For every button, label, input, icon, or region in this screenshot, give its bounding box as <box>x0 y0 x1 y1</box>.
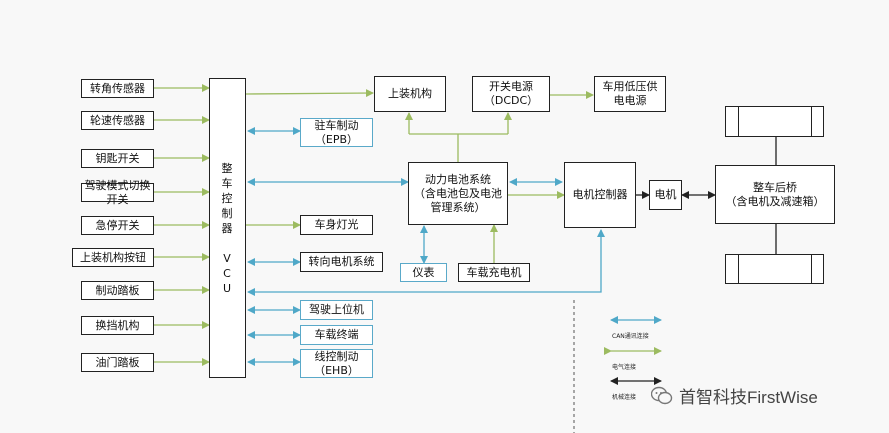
steering-motor-block: 转向电机系统 <box>300 252 383 272</box>
sensor-label: 驾驶模式切换开关 <box>84 178 151 206</box>
ehb-label: 线控制动 （EHB） <box>314 349 359 377</box>
upper-mechanism-label: 上装机构 <box>388 87 432 100</box>
vcu-block: 整 车 控 制 器 V C U <box>209 78 246 378</box>
sensor-label: 上装机构按钮 <box>80 250 146 264</box>
emergency-stop-switch: 急停开关 <box>81 216 154 235</box>
sensor-label: 换挡机构 <box>95 318 140 332</box>
legend-mechanical-label: 机械连接 <box>612 394 637 401</box>
wheel-top-divider-right <box>811 106 812 137</box>
driver-hmi-block: 驾驶上位机 <box>300 300 373 320</box>
wechat-icon <box>651 386 673 404</box>
body-lights-block: 车身灯光 <box>300 215 373 235</box>
sensor-wheel-speed: 轮速传感器 <box>81 111 154 130</box>
low-voltage-supply-label: 车用低压供 电电源 <box>602 80 658 107</box>
onboard-charger-label: 车载充电机 <box>466 265 522 279</box>
body-lights-label: 车身灯光 <box>314 218 359 231</box>
driver-hmi-label: 驾驶上位机 <box>309 303 364 316</box>
steering-motor-label: 转向电机系统 <box>308 255 375 268</box>
key-switch: 钥匙开关 <box>81 149 154 168</box>
battery-system-label: 动力电池系统 （含电池包及电池 管理系统） <box>414 172 502 214</box>
sensor-label: 钥匙开关 <box>95 151 140 165</box>
wheel-bottom-divider-left <box>738 254 739 284</box>
sensor-label: 制动踏板 <box>95 283 140 297</box>
vehicle-terminal-label: 车载终端 <box>314 328 359 341</box>
drive-mode-switch: 驾驶模式切换开关 <box>81 179 154 206</box>
onboard-charger-block: 车载充电机 <box>458 263 530 282</box>
vehicle-terminal-block: 车载终端 <box>300 325 373 345</box>
wheel-top-divider-left <box>738 106 739 137</box>
sensor-label: 急停开关 <box>95 218 140 232</box>
vcu-label: 整 车 控 制 器 V C U <box>221 161 234 295</box>
rear-axle-label: 整车后桥 （含电机及减速箱） <box>725 180 825 208</box>
ehb-block: 线控制动 （EHB） <box>300 349 373 378</box>
sensor-steering-angle: 转角传感器 <box>81 79 154 98</box>
sensor-label: 轮速传感器 <box>90 113 145 127</box>
epb-block: 驻车制动 （EPB） <box>300 118 373 147</box>
motor-block: 电机 <box>649 180 682 210</box>
wheel-bottom <box>725 254 824 284</box>
motor-label: 电机 <box>654 188 677 201</box>
brake-pedal: 制动踏板 <box>81 281 154 300</box>
watermark: 首智科技FirstWise <box>651 383 818 408</box>
gear-shifter: 换挡机构 <box>81 316 154 335</box>
motor-controller-label: 电机控制器 <box>572 188 628 201</box>
battery-system-block: 动力电池系统 （含电池包及电池 管理系统） <box>408 162 508 225</box>
motor-controller-block: 电机控制器 <box>564 162 636 228</box>
upper-mechanism-button: 上装机构按钮 <box>72 248 154 267</box>
instrument-cluster-label: 仪表 <box>412 265 435 279</box>
watermark-text: 首智科技FirstWise <box>679 388 818 407</box>
instrument-cluster-block: 仪表 <box>400 263 447 282</box>
legend-can-label: CAN通讯连接 <box>612 333 649 340</box>
dcdc-label: 开关电源 （DCDC） <box>483 80 539 107</box>
sensor-label: 转角传感器 <box>90 81 145 95</box>
dcdc-block: 开关电源 （DCDC） <box>472 76 550 112</box>
wheel-bottom-divider-right <box>811 254 812 284</box>
epb-label: 驻车制动 （EPB） <box>314 118 359 146</box>
low-voltage-supply-block: 车用低压供 电电源 <box>594 76 666 112</box>
wheel-top <box>725 106 824 137</box>
legend-electrical-label: 电气连接 <box>612 364 637 371</box>
upper-mechanism-block: 上装机构 <box>374 76 446 112</box>
sensor-label: 油门踏板 <box>95 355 140 369</box>
accelerator-pedal: 油门踏板 <box>81 353 154 372</box>
rear-axle-block: 整车后桥 （含电机及减速箱） <box>715 165 835 224</box>
